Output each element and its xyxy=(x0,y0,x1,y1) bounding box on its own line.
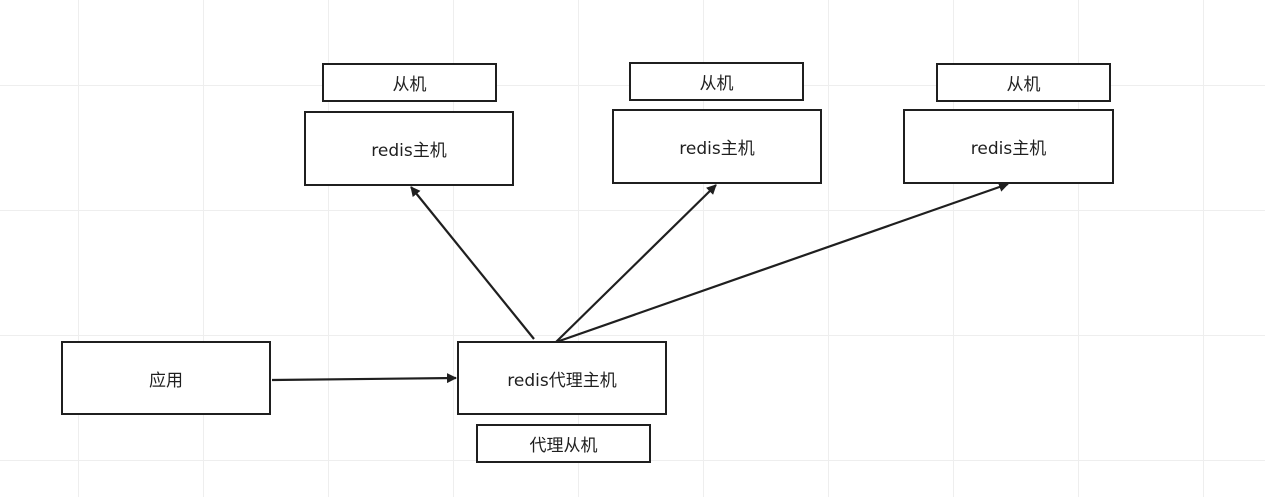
node-redis-master-2-label: redis主机 xyxy=(679,139,755,159)
node-slave-2[interactable]: 从机 xyxy=(629,62,804,101)
node-proxy-master[interactable]: redis代理主机 xyxy=(457,341,667,415)
node-slave-1-label: 从机 xyxy=(392,75,427,95)
edge-proxy-to-master-1 xyxy=(410,186,535,340)
node-proxy-slave[interactable]: 代理从机 xyxy=(476,424,651,463)
node-redis-master-3-label: redis主机 xyxy=(970,139,1047,159)
node-proxy-master-label: redis代理主机 xyxy=(507,370,617,391)
node-proxy-slave-label: 代理从机 xyxy=(529,436,598,456)
node-redis-master-1-label: redis主机 xyxy=(371,141,447,161)
node-redis-master-3[interactable]: redis主机 xyxy=(903,109,1114,184)
node-redis-master-1[interactable]: redis主机 xyxy=(304,111,514,186)
node-slave-3[interactable]: 从机 xyxy=(936,63,1111,102)
node-slave-2-label: 从机 xyxy=(699,74,734,94)
node-slave-1[interactable]: 从机 xyxy=(322,63,497,102)
edge-proxy-to-master-3 xyxy=(544,182,1009,348)
node-redis-master-2[interactable]: redis主机 xyxy=(612,109,822,184)
node-app-label: 应用 xyxy=(149,370,183,391)
node-slave-3-label: 从机 xyxy=(1006,75,1041,95)
edge-app-to-proxy-master xyxy=(271,373,457,384)
edge-proxy-to-master-2 xyxy=(555,184,717,343)
node-app[interactable]: 应用 xyxy=(61,341,271,415)
